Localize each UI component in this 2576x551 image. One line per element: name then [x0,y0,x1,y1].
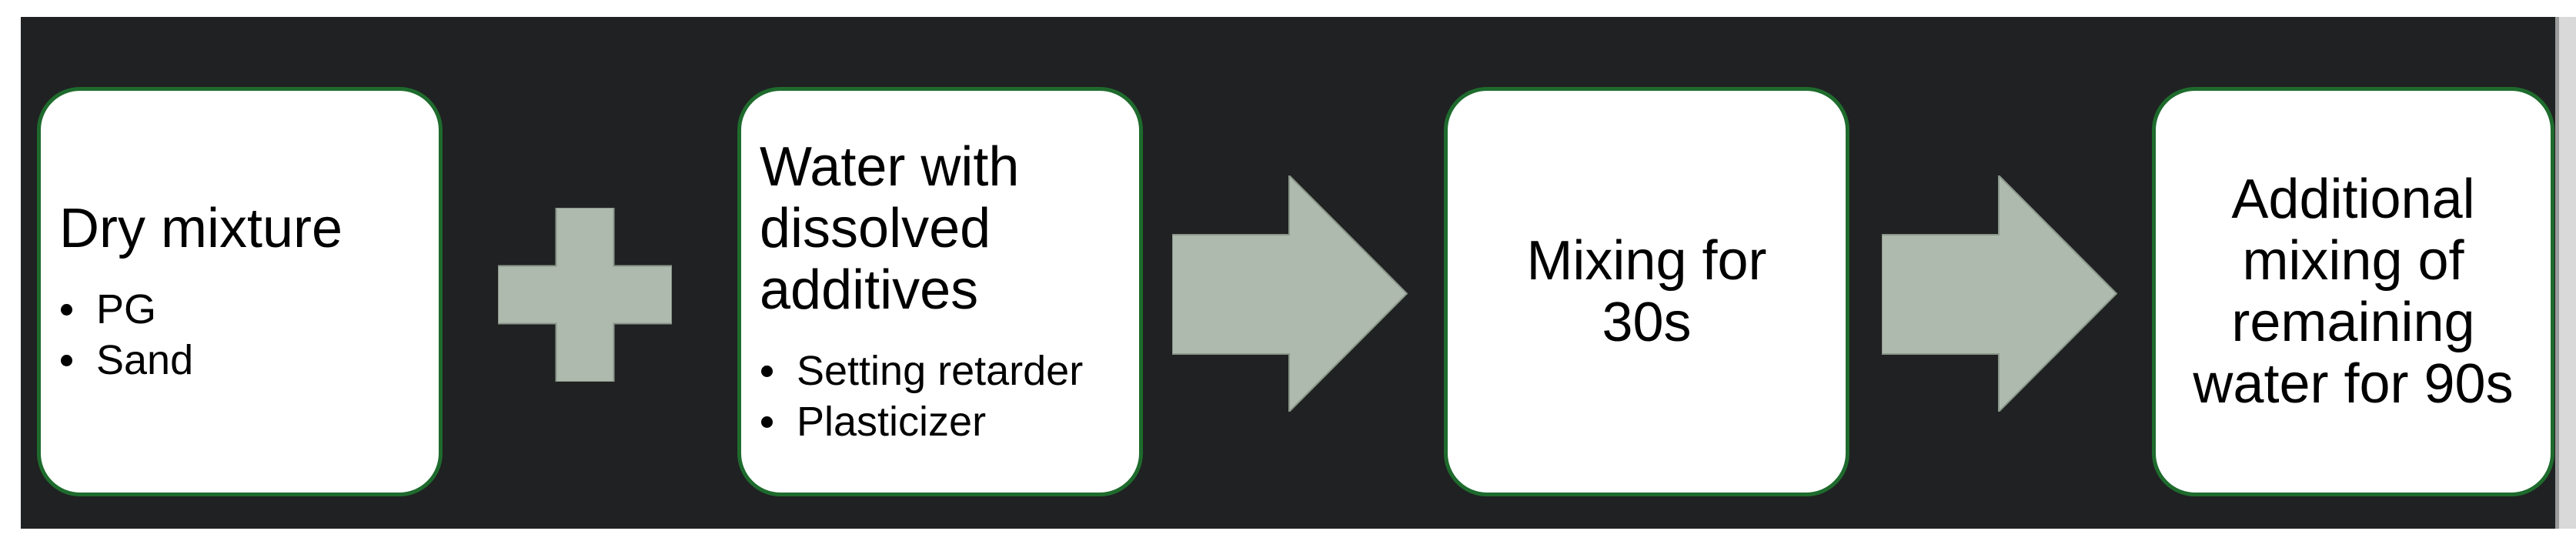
bullet-dot-icon [761,416,773,428]
bullet-dot-icon [61,304,72,316]
list-item: PG [59,284,193,335]
arrow-right-icon[interactable] [1172,175,1408,412]
right-edge-line [2555,17,2559,529]
bullet-text: Setting retarder [797,348,1084,394]
bullet-text: PG [96,286,157,332]
bullet-list: Setting retarder Plasticizer [760,346,1083,447]
step-title: Dry mixture [59,198,343,259]
bullet-dot-icon [761,366,773,377]
step-box-water-additives[interactable]: Water with dissolved additives Setting r… [737,87,1143,496]
bullet-dot-icon [61,355,72,366]
bullet-list: PG Sand [59,284,193,386]
bullet-text: Sand [96,337,194,383]
step-title: Mixing for 30s [1526,230,1767,353]
step-title: Additional mixing of remaining water for… [2193,169,2514,415]
step-box-mixing-30s[interactable]: Mixing for 30s [1444,87,1849,496]
right-edge-strip [2559,17,2576,529]
step-box-additional-mixing-90s[interactable]: Additional mixing of remaining water for… [2152,87,2554,496]
step-title: Water with dissolved additives [760,136,1020,321]
list-item: Plasticizer [760,396,1083,447]
list-item: Sand [59,335,193,386]
plus-icon[interactable] [498,208,672,382]
bullet-text: Plasticizer [797,399,987,445]
arrow-right-icon[interactable] [1882,175,2117,412]
step-box-dry-mixture[interactable]: Dry mixture PG Sand [37,87,443,496]
list-item: Setting retarder [760,346,1083,396]
